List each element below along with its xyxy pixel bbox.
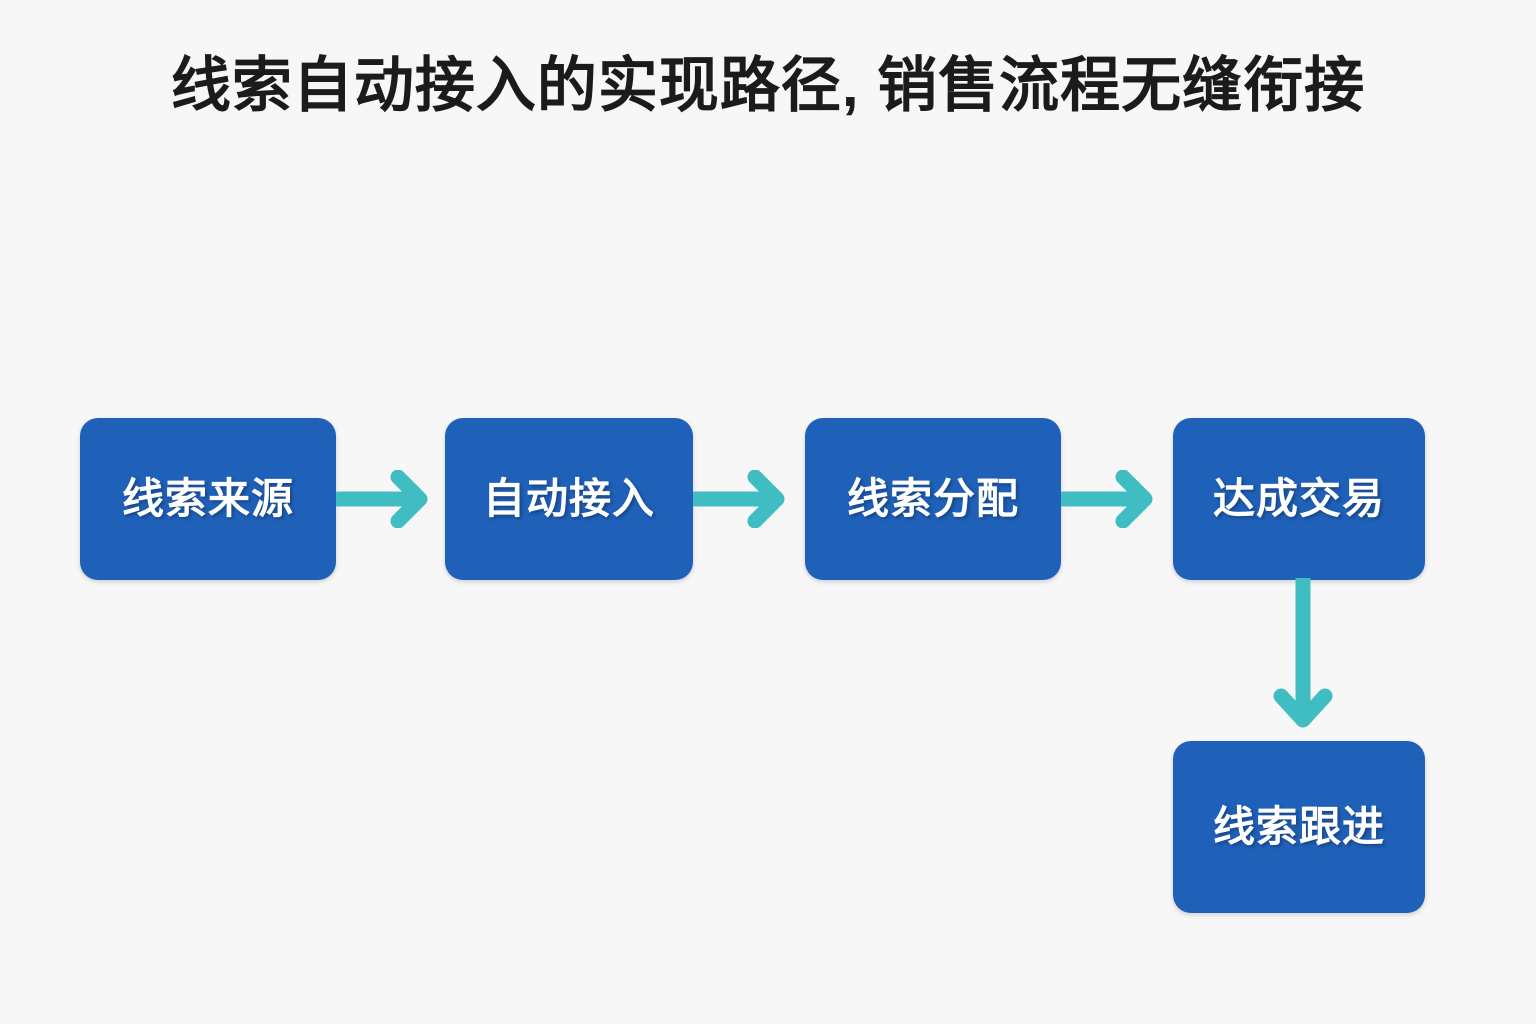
connector-arrow-4 bbox=[1272, 578, 1334, 744]
flow-node-deal-closed[interactable]: 达成交易 bbox=[1173, 418, 1425, 580]
connector-arrow-1 bbox=[336, 470, 448, 528]
flow-node-lead-followup[interactable]: 线索跟进 bbox=[1173, 741, 1425, 913]
flow-node-lead-assignment[interactable]: 线索分配 bbox=[805, 418, 1061, 580]
connector-arrow-3 bbox=[1061, 470, 1173, 528]
flow-node-lead-source[interactable]: 线索来源 bbox=[80, 418, 336, 580]
flow-node-auto-intake[interactable]: 自动接入 bbox=[445, 418, 693, 580]
flow-node-label: 自动接入 bbox=[482, 474, 655, 522]
flow-node-label: 线索跟进 bbox=[1212, 802, 1385, 850]
arrow-down-icon bbox=[1273, 578, 1333, 728]
arrow-right-icon bbox=[336, 470, 428, 528]
connector-arrow-2 bbox=[693, 470, 805, 528]
flow-node-label: 线索来源 bbox=[121, 474, 294, 522]
arrow-right-icon bbox=[1061, 470, 1153, 528]
page-title: 线索自动接入的实现路径, 销售流程无缝衔接 bbox=[170, 52, 1366, 119]
flow-node-label: 线索分配 bbox=[846, 474, 1019, 522]
flow-node-label: 达成交易 bbox=[1212, 474, 1385, 522]
arrow-right-icon bbox=[693, 470, 785, 528]
